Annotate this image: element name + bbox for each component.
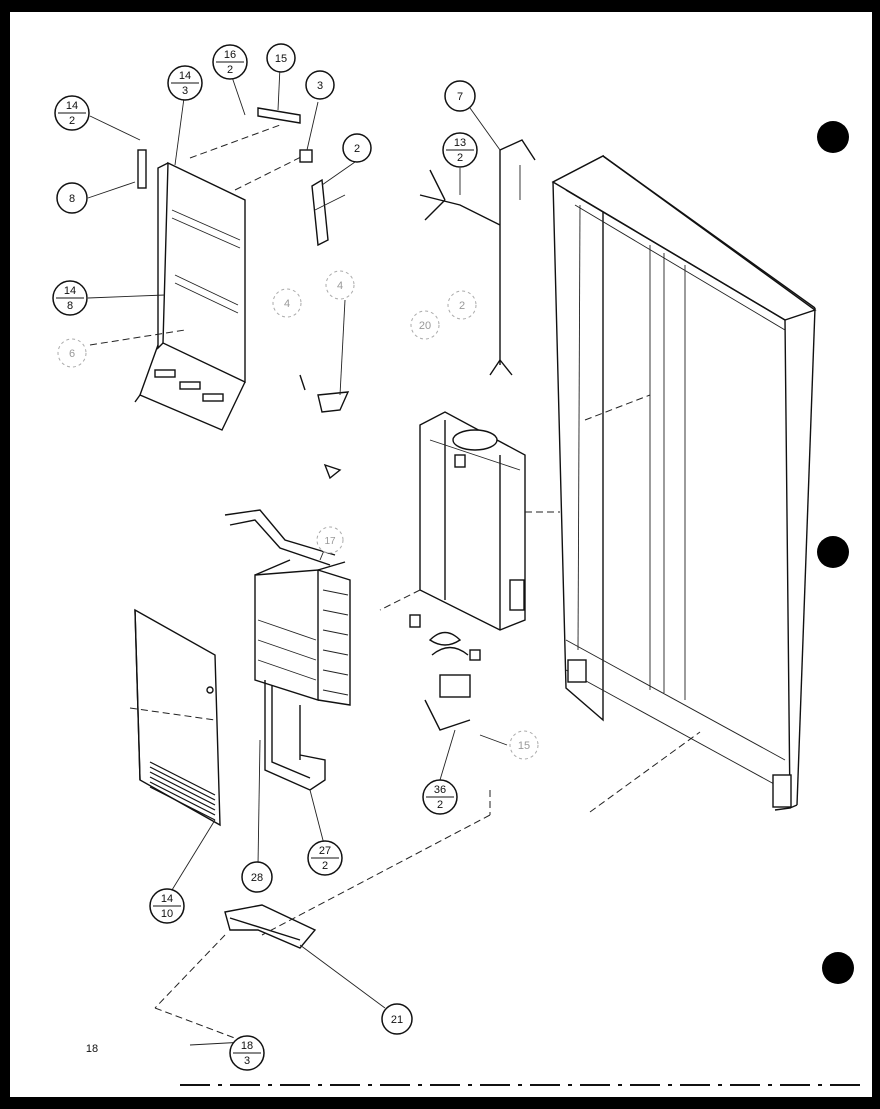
callout-14-3: 14 3	[167, 65, 203, 101]
page-number: 18	[86, 1043, 98, 1055]
callout-18-3: 18 3	[229, 1035, 265, 1071]
svg-text:2: 2	[227, 64, 233, 76]
callout-28: 28	[241, 861, 273, 893]
svg-text:2: 2	[354, 143, 360, 155]
callout-27-2: 27 2	[307, 840, 343, 876]
callout-2: 2	[342, 133, 372, 163]
svg-text:17: 17	[324, 536, 336, 547]
leader-lines	[87, 66, 508, 1046]
svg-text:15: 15	[275, 53, 287, 65]
exploded-parts-diagram: 14 2 14 3 16 2 15 3 2 7 13 2 8	[52, 43, 860, 1086]
bracket-part-4	[317, 391, 350, 413]
callout-14-10: 14 10	[149, 888, 185, 924]
panel-vent-grille	[149, 761, 216, 821]
svg-text:27: 27	[319, 845, 331, 857]
binder-hole-top	[817, 121, 849, 153]
drain-trough-part-21	[224, 904, 317, 949]
svg-text:6: 6	[69, 348, 75, 360]
callout-7: 7	[444, 80, 476, 112]
callout-14-8: 14 8	[52, 280, 88, 316]
svg-text:4: 4	[284, 298, 290, 310]
svg-text:2: 2	[322, 860, 328, 872]
fan-motor-assembly	[409, 614, 481, 731]
bracket-clip-part-8	[137, 149, 147, 189]
svg-text:14: 14	[64, 285, 76, 297]
svg-text:21: 21	[391, 1014, 403, 1026]
svg-text:2: 2	[69, 115, 75, 127]
svg-text:16: 16	[224, 49, 236, 61]
rear-evaporator-cover-panel	[134, 124, 306, 431]
callout-6: 6	[57, 338, 87, 368]
svg-text:14: 14	[161, 893, 173, 905]
svg-text:3: 3	[244, 1055, 250, 1067]
svg-text:28: 28	[251, 872, 263, 884]
evaporator-back-panel	[134, 608, 221, 827]
svg-text:2: 2	[457, 152, 463, 164]
svg-text:13: 13	[454, 137, 466, 149]
svg-text:3: 3	[182, 85, 188, 97]
callout-20: 20	[410, 310, 440, 340]
drain-tube-assembly	[419, 139, 536, 376]
svg-text:2: 2	[437, 799, 443, 811]
svg-text:20: 20	[419, 320, 431, 332]
svg-text:8: 8	[67, 300, 73, 312]
svg-text:18: 18	[241, 1040, 253, 1052]
callout-15-bottom: 15	[509, 730, 539, 760]
callout-14-2: 14 2	[54, 95, 90, 131]
svg-text:3: 3	[317, 80, 323, 92]
svg-text:7: 7	[457, 91, 463, 103]
parts-diagram-sheet: 14 2 14 3 16 2 15 3 2 7 13 2 8	[10, 12, 874, 1097]
callout-3: 3	[305, 70, 335, 100]
callout-8: 8	[56, 182, 88, 214]
assembly-guide-lines	[89, 329, 701, 1041]
svg-text:14: 14	[179, 70, 191, 82]
svg-text:10: 10	[161, 908, 173, 920]
binder-hole-bottom	[822, 952, 854, 984]
evaporator-coil	[224, 509, 351, 791]
callout-4-a: 4	[272, 288, 302, 318]
callout-2-b: 2	[447, 290, 477, 320]
clip-part-3	[299, 149, 313, 163]
svg-text:14: 14	[66, 100, 78, 112]
svg-text:4: 4	[337, 280, 343, 292]
duct-part-2	[311, 178, 329, 247]
svg-text:36: 36	[434, 784, 446, 796]
svg-text:8: 8	[69, 193, 75, 205]
cabinet-liner	[551, 154, 817, 811]
callout-15-top: 15	[266, 43, 296, 73]
svg-text:15: 15	[518, 740, 530, 752]
binder-hole-middle	[817, 536, 849, 568]
air-duct-housing	[419, 411, 526, 631]
callout-17: 17	[316, 526, 344, 554]
callout-16-2: 16 2	[212, 44, 248, 80]
callout-36-2: 36 2	[422, 779, 458, 815]
svg-text:2: 2	[459, 300, 465, 312]
callout-4-b: 4	[325, 270, 355, 300]
callout-21: 21	[381, 1003, 413, 1035]
callout-13-2: 13 2	[442, 132, 478, 168]
top-bracket-part-15	[257, 107, 301, 124]
